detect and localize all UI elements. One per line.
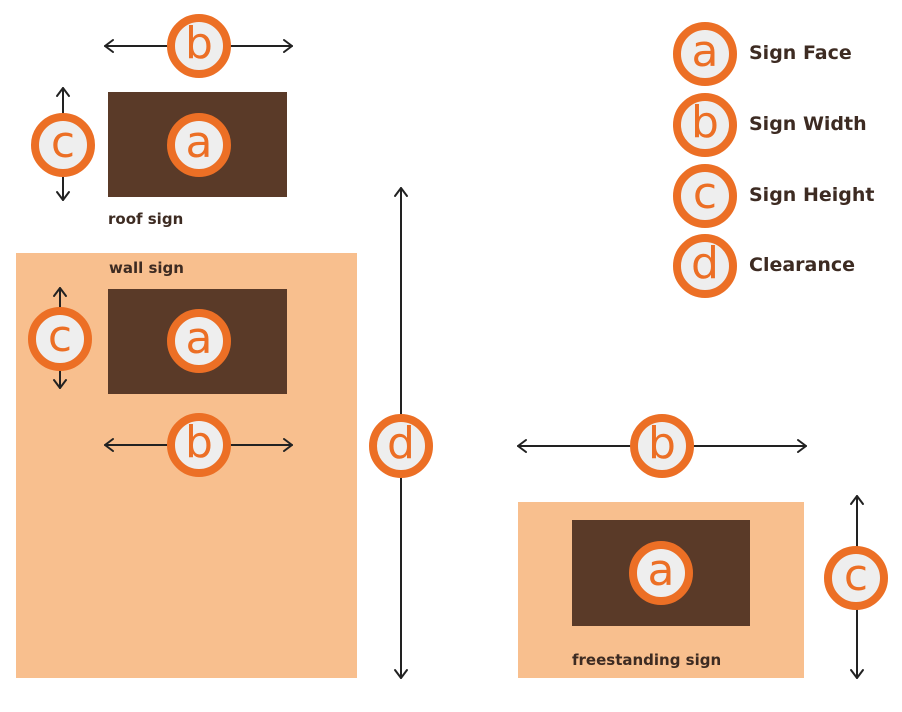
wall-face-marker: a	[167, 309, 231, 373]
legend-label-sign-face: Sign Face	[749, 42, 852, 64]
roof-sign-label: roof sign	[108, 210, 184, 228]
legend-marker-b: b	[673, 93, 737, 157]
freestanding-width-marker: b	[630, 414, 694, 478]
legend-label-clearance: Clearance	[749, 254, 856, 276]
wall-height-marker: c	[28, 307, 92, 371]
legend-marker-d: d	[673, 234, 737, 298]
freestanding-sign-label: freestanding sign	[572, 651, 722, 669]
clearance-marker: d	[369, 414, 433, 478]
legend-marker-c: c	[673, 164, 737, 228]
freestanding-face-marker: a	[629, 541, 693, 605]
legend-marker-a: a	[673, 22, 737, 86]
roof-height-marker: c	[31, 113, 95, 177]
roof-width-marker: b	[167, 14, 231, 78]
roof-face-marker: a	[167, 113, 231, 177]
freestanding-height-marker: c	[824, 546, 888, 610]
legend-label-sign-width: Sign Width	[749, 113, 867, 135]
wall-width-marker: b	[167, 413, 231, 477]
wall-sign-label: wall sign	[109, 259, 184, 277]
legend-label-sign-height: Sign Height	[749, 184, 875, 206]
